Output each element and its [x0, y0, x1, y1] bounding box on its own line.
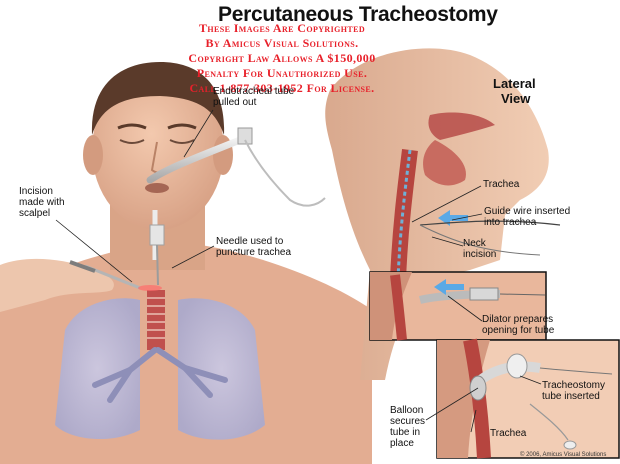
label-line: opening for tube: [482, 325, 554, 336]
label-trachea-lateral: Trachea: [483, 179, 519, 190]
label-line: place: [390, 438, 425, 449]
label-line: Guide wire inserted: [484, 206, 570, 217]
label-dilator: Dilator prepares opening for tube: [482, 314, 554, 336]
label-line: made with: [19, 197, 65, 208]
label-trachea-inset: Trachea: [490, 428, 526, 439]
label-line: puncture trachea: [216, 247, 291, 258]
label-line: tube in: [390, 427, 425, 438]
watermark-line: Penalty For Unauthorized Use.: [142, 66, 422, 81]
label-line: into trachea: [484, 217, 570, 228]
label-line: scalpel: [19, 208, 65, 219]
trachea-frontal: [147, 290, 165, 350]
label-guide-wire: Guide wire inserted into trachea: [484, 206, 570, 228]
lateral-view-label: Lateral View: [493, 76, 536, 106]
needle: [157, 245, 158, 285]
label-line: tube inserted: [542, 391, 605, 402]
label-line: incision: [463, 249, 496, 260]
watermark-line: By Amicus Visual Solutions.: [142, 36, 422, 51]
view-label-line: Lateral: [493, 76, 536, 91]
watermark-line: These Images Are Copyrighted: [142, 21, 422, 36]
label-line: Endotracheal tube: [213, 86, 294, 97]
copyright-watermark: These Images Are Copyrighted By Amicus V…: [142, 21, 422, 96]
label-incision: Incision made with scalpel: [19, 186, 65, 219]
label-line: Dilator prepares: [482, 314, 554, 325]
label-needle: Needle used to puncture trachea: [216, 236, 291, 258]
view-label-line: View: [493, 91, 536, 106]
watermark-line: Copyright Law Allows A $150,000: [142, 51, 422, 66]
label-line: Incision: [19, 186, 65, 197]
label-balloon: Balloon secures tube in place: [390, 405, 425, 449]
label-tracheostomy-tube: Tracheostomy tube inserted: [542, 380, 605, 402]
copyright-notice: © 2006, Amicus Visual Solutions: [520, 452, 606, 458]
label-neck-incision: Neck incision: [463, 238, 496, 260]
label-line: Needle used to: [216, 236, 291, 247]
label-line: pulled out: [213, 97, 294, 108]
label-endotracheal-tube: Endotracheal tube pulled out: [213, 86, 294, 108]
label-line: Neck: [463, 238, 496, 249]
frontal-patient: [0, 62, 372, 464]
label-line: secures: [390, 416, 425, 427]
label-line: Tracheostomy: [542, 380, 605, 391]
label-line: Balloon: [390, 405, 425, 416]
